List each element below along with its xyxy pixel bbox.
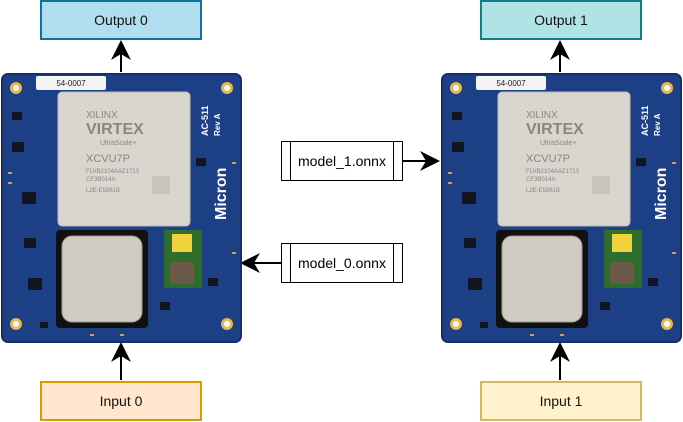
board-0-side-model: AC-511 xyxy=(200,105,210,136)
board-1-chip-line-3: L2E-E5861B xyxy=(526,188,560,194)
board-1-side-brand: Micron xyxy=(653,168,670,220)
output-0-label: Output 0 xyxy=(94,12,148,28)
board-0-chip-line-1: FLVB2104AAZ1713 xyxy=(86,169,140,175)
board-1-chip-brand: XILINX xyxy=(526,110,558,121)
input-1-label: Input 1 xyxy=(539,393,583,409)
board-0-chip-series: UltraScale+ xyxy=(100,140,136,147)
input-1-box: Input 1 xyxy=(480,381,642,421)
board-0-side-brand: Micron xyxy=(213,168,230,220)
input-0-box: Input 0 xyxy=(40,381,202,421)
board-0-part-number: 54-0007 xyxy=(56,79,86,88)
output-0-box: Output 0 xyxy=(40,0,202,40)
board-0-chip-model: XCVU7P xyxy=(86,153,130,165)
fpga-board-1: 54-0007 XILINX VIRTEX UltraScale+ XCVU7P… xyxy=(441,73,682,343)
board-0-chip-family: VIRTEX xyxy=(86,121,144,138)
board-1-part-number: 54-0007 xyxy=(496,79,526,88)
board-1-chip-line-2: CF3B014A xyxy=(526,177,555,183)
board-0-chip-brand: XILINX xyxy=(86,110,118,121)
board-1-side-rev: Rev A xyxy=(653,113,662,136)
board-1-chip-model: XCVU7P xyxy=(526,153,570,165)
board-1-chip-family: VIRTEX xyxy=(526,121,584,138)
output-1-label: Output 1 xyxy=(534,12,588,28)
board-0-chip-line-2: CF3B014A xyxy=(86,177,115,183)
fpga-board-0: 54-0007 XILINX VIRTEX UltraScale+ XCVU7P… xyxy=(1,73,242,343)
board-0-chip-line-3: L2E-E5861B xyxy=(86,188,120,194)
board-1-side-model: AC-511 xyxy=(640,105,650,136)
input-0-label: Input 0 xyxy=(99,393,143,409)
board-1-chip-series: UltraScale+ xyxy=(540,140,576,147)
model-0-label: model_0.onnx xyxy=(298,255,386,271)
board-1-chip-line-1: FLVB2104AAZ1713 xyxy=(526,169,580,175)
output-1-box: Output 1 xyxy=(480,0,642,40)
model-0-box: model_0.onnx xyxy=(281,243,403,283)
board-0-side-rev: Rev A xyxy=(213,113,222,136)
model-1-label: model_1.onnx xyxy=(298,153,386,169)
model-1-box: model_1.onnx xyxy=(281,141,403,181)
